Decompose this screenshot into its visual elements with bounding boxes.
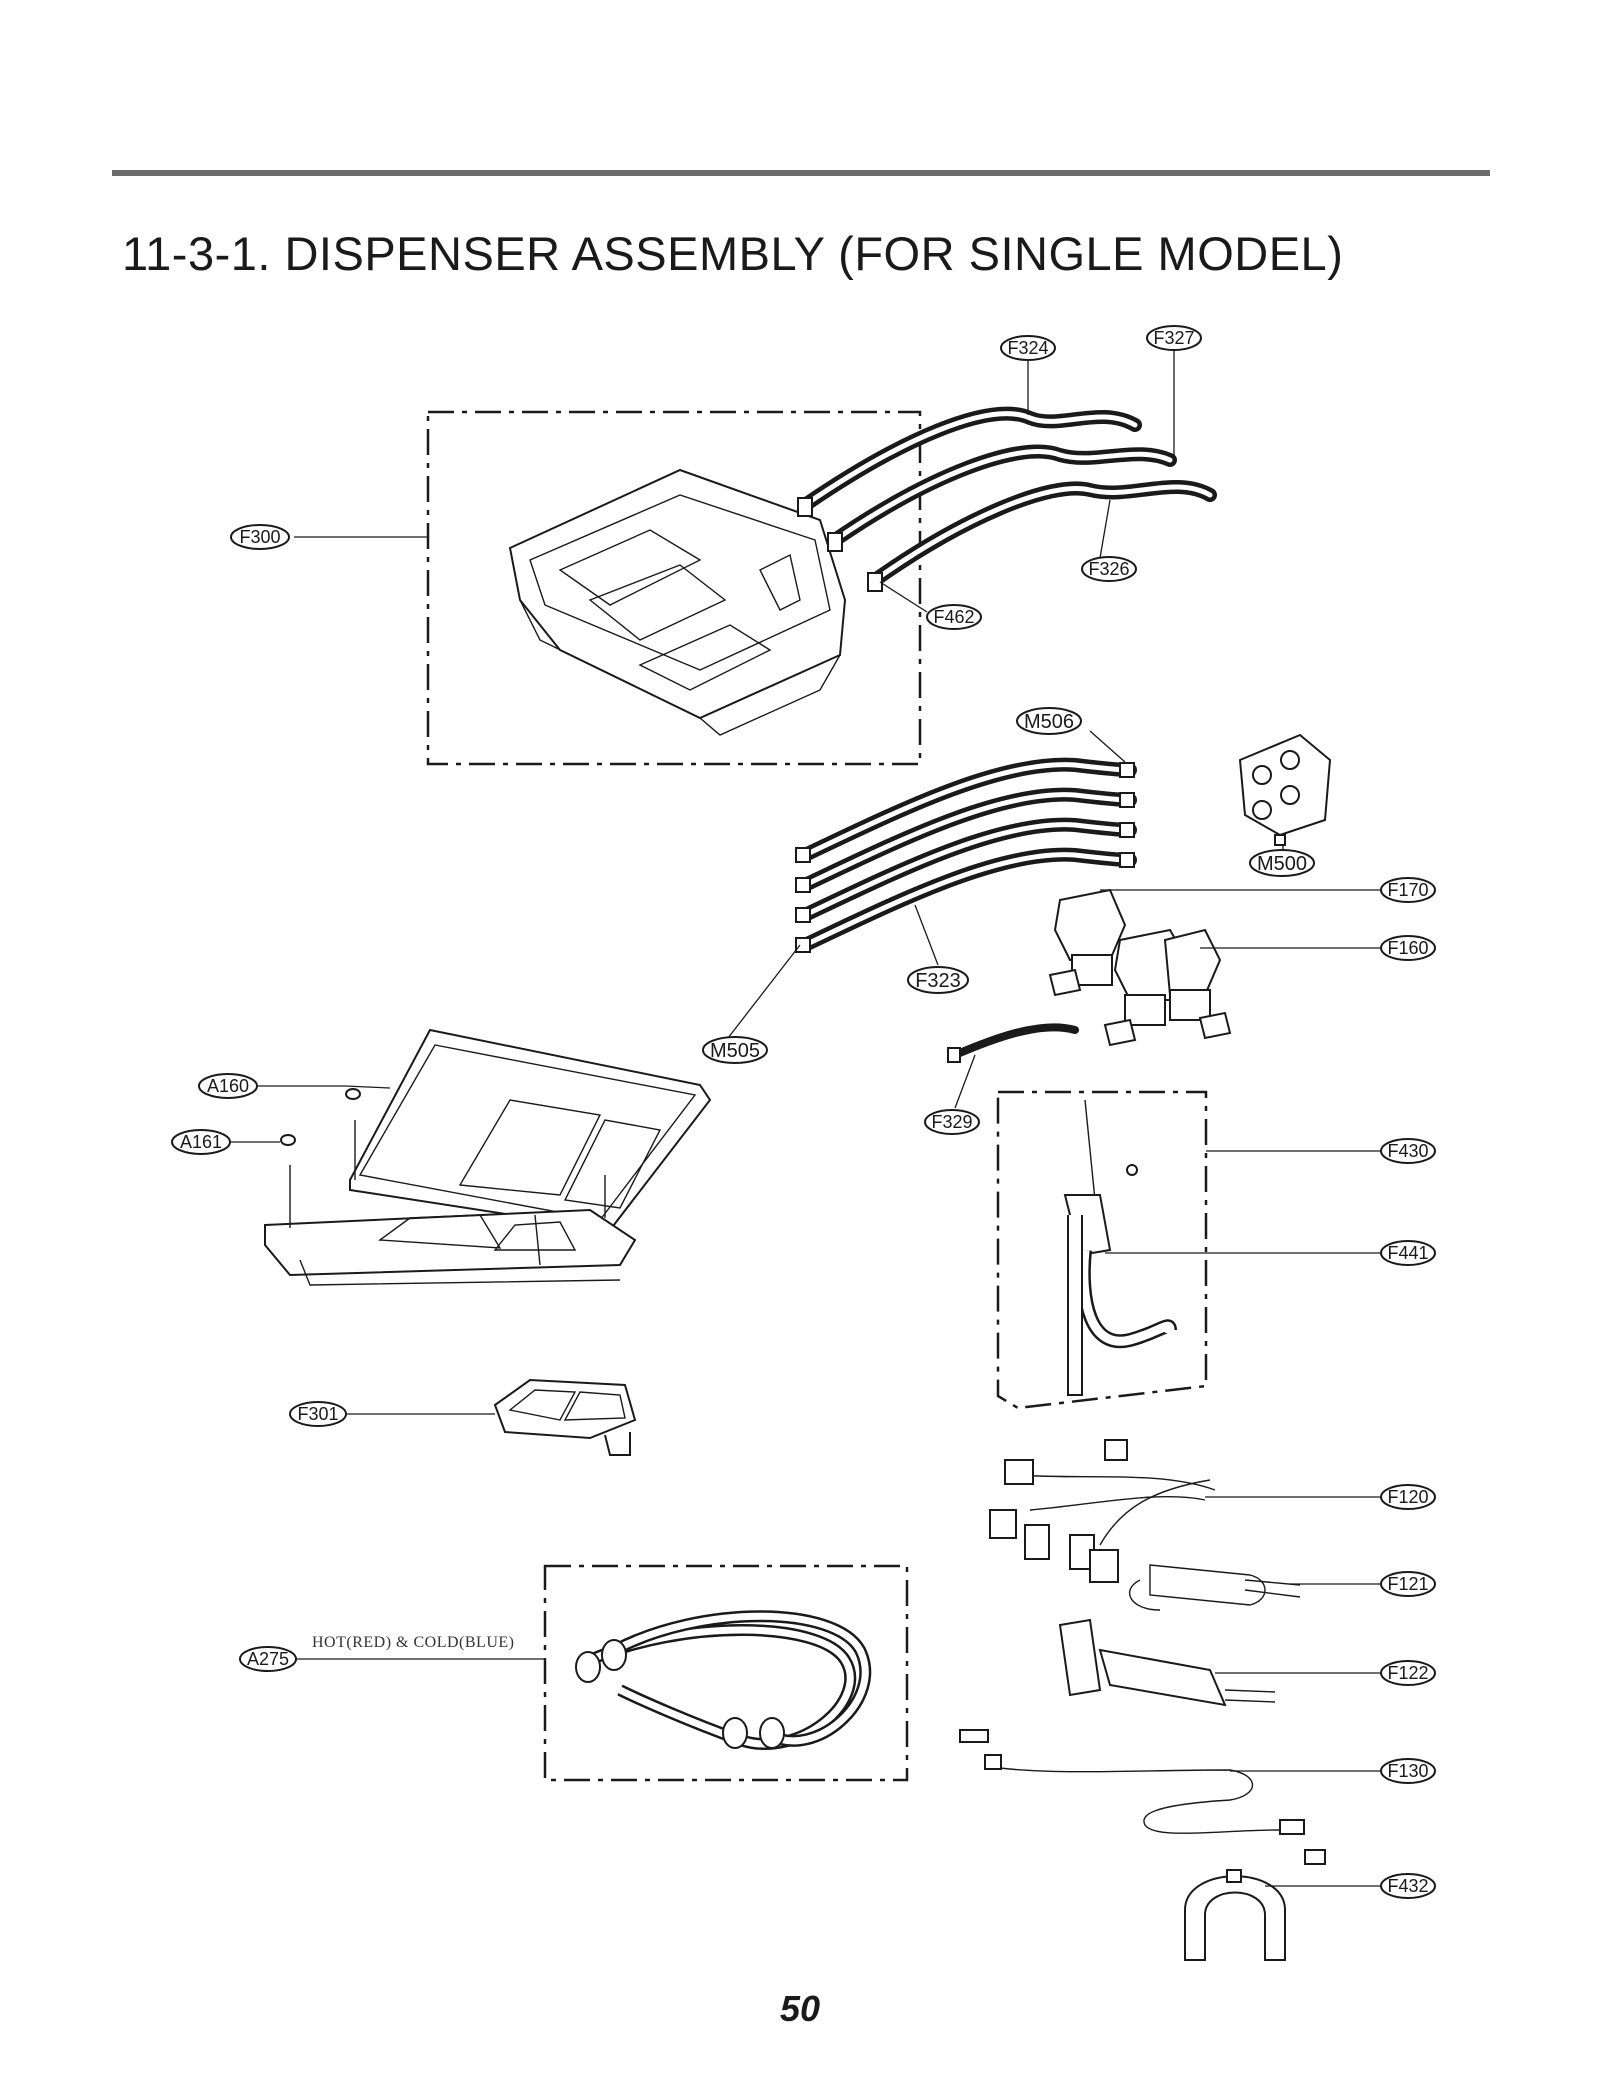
svg-text:F324: F324 <box>1007 338 1048 358</box>
hose-clamp <box>827 532 843 552</box>
dispenser-box-part <box>508 468 847 736</box>
svg-text:M505: M505 <box>710 1040 760 1062</box>
callout-M506: M506 <box>1016 707 1082 735</box>
svg-text:M506: M506 <box>1024 711 1074 733</box>
inlet-hose-group-frame <box>543 1564 909 1782</box>
callout-F122: F122 <box>1380 1660 1436 1686</box>
callout-F432: F432 <box>1380 1873 1436 1899</box>
svg-text:F326: F326 <box>1088 559 1129 579</box>
svg-text:F432: F432 <box>1387 1876 1428 1896</box>
connector-harness-part <box>1058 1618 1276 1707</box>
inlet-hose-part <box>575 1610 872 1750</box>
callout-F120: F120 <box>1380 1484 1436 1510</box>
svg-text:F160: F160 <box>1387 938 1428 958</box>
svg-text:F441: F441 <box>1387 1243 1428 1263</box>
page-title: 11-3-1. DISPENSER ASSEMBLY (FOR SINGLE M… <box>122 227 1344 280</box>
wire-harness-part <box>989 1439 1216 1583</box>
page-number: 50 <box>779 1988 821 2029</box>
svg-text:F121: F121 <box>1387 1574 1428 1594</box>
svg-text:F327: F327 <box>1153 328 1194 348</box>
callout-F430: F430 <box>1380 1138 1436 1164</box>
svg-text:F301: F301 <box>297 1404 338 1424</box>
drain-hose-part <box>1063 1099 1177 1396</box>
callout-A160: A160 <box>198 1073 258 1099</box>
drain-hose-group-frame <box>996 1090 1208 1410</box>
callout-F329: F329 <box>924 1109 980 1135</box>
hose-guide-part <box>1184 1869 1286 1961</box>
callout-F441: F441 <box>1380 1240 1436 1266</box>
svg-text:F130: F130 <box>1387 1761 1428 1781</box>
svg-text:A275: A275 <box>247 1649 289 1669</box>
dispenser-box-group-frame <box>426 410 922 766</box>
pressure-switch-part <box>1238 733 1332 846</box>
svg-text:F120: F120 <box>1387 1487 1428 1507</box>
header-rule <box>112 170 1490 176</box>
sensor-harness-part <box>959 1729 1326 1865</box>
callout-F324: F324 <box>1000 335 1056 361</box>
svg-text:F430: F430 <box>1387 1141 1428 1161</box>
svg-text:F462: F462 <box>933 607 974 627</box>
svg-text:F300: F300 <box>239 527 280 547</box>
svg-text:M500: M500 <box>1257 853 1307 875</box>
callout-F121: F121 <box>1380 1571 1436 1597</box>
svg-text:F170: F170 <box>1387 880 1428 900</box>
inlet-valve-parts <box>1048 888 1232 1047</box>
callout-M505: M505 <box>702 1036 768 1064</box>
callout-F326: F326 <box>1081 556 1137 582</box>
callout-F160: F160 <box>1380 935 1436 961</box>
callout-F130: F130 <box>1380 1758 1436 1784</box>
svg-text:F323: F323 <box>915 970 961 992</box>
callout-F462: F462 <box>926 604 982 630</box>
svg-text:F329: F329 <box>931 1112 972 1132</box>
callout-F170: F170 <box>1380 877 1436 903</box>
hose-clamp <box>867 572 883 592</box>
svg-text:F122: F122 <box>1387 1663 1428 1683</box>
callout-F323: F323 <box>907 966 969 994</box>
leader-lines <box>230 350 1381 1887</box>
detergent-tray-part <box>493 1378 637 1456</box>
upper-hose-set <box>797 406 1217 592</box>
callout-F300: F300 <box>230 524 290 550</box>
noise-filter-part <box>1128 1564 1301 1611</box>
callout-M500: M500 <box>1249 849 1315 877</box>
callout-A161: A161 <box>171 1129 231 1155</box>
small-hose-part <box>947 1023 1079 1063</box>
callout-A275: A275 <box>239 1646 297 1672</box>
dispenser-cover-part <box>264 1028 712 1286</box>
callout-F327: F327 <box>1146 325 1202 351</box>
svg-text:A160: A160 <box>207 1076 249 1096</box>
hose-clamp <box>797 497 813 517</box>
hose-color-note: HOT(RED) & COLD(BLUE) <box>312 1634 514 1651</box>
svg-text:A161: A161 <box>180 1132 222 1152</box>
middle-hose-set <box>795 757 1137 953</box>
callout-F301: F301 <box>289 1401 347 1427</box>
